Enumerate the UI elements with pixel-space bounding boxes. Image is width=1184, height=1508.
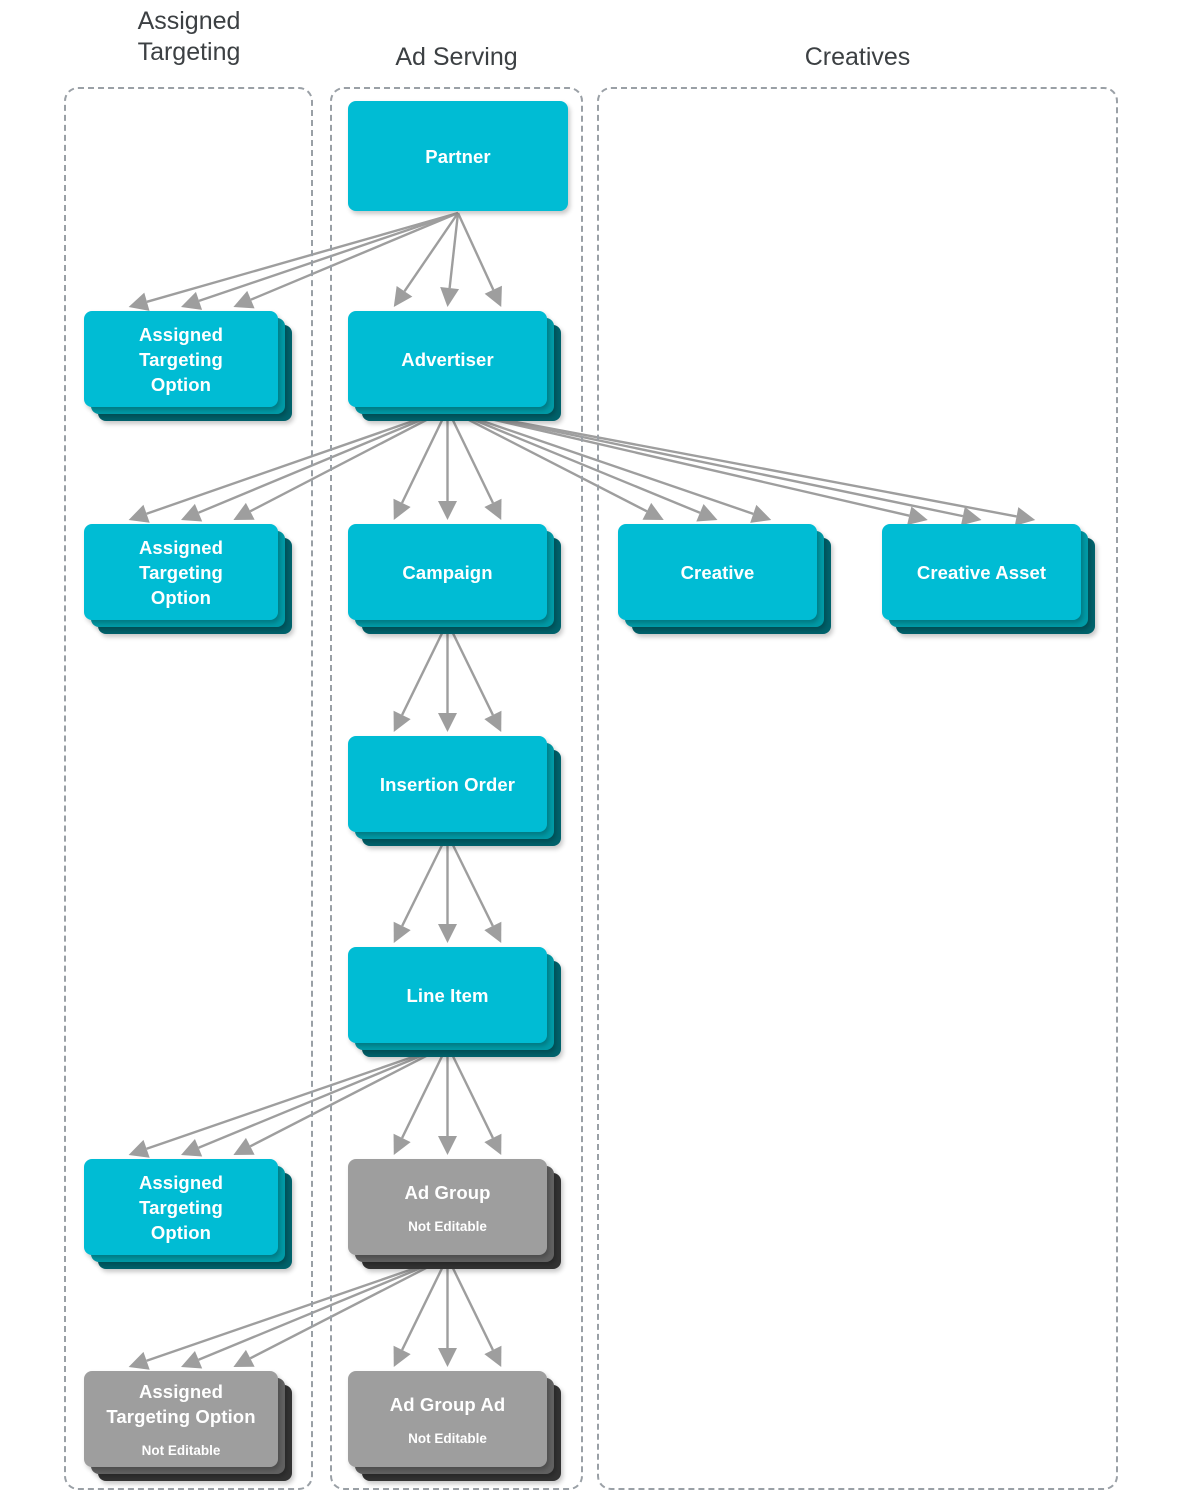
node-campaign: Campaign xyxy=(348,524,571,644)
node-advertiser: Advertiser xyxy=(348,311,571,431)
node-card-creative[interactable]: Creative xyxy=(618,524,817,620)
node-ad-group-ad: Ad Group Ad Not Editable xyxy=(348,1371,571,1491)
node-line-item: Line Item xyxy=(348,947,571,1067)
node-card-assigned-targeting-option-partner[interactable]: Assigned Targeting Option xyxy=(84,311,278,407)
node-label: Creative xyxy=(680,561,755,583)
node-card-assigned-targeting-option-advertiser[interactable]: Assigned Targeting Option xyxy=(84,524,278,620)
node-label: Assigned Targeting Option xyxy=(138,323,224,395)
node-partner: Partner xyxy=(348,101,592,235)
node-label: Campaign xyxy=(402,561,493,583)
node-label: Assigned Targeting Option xyxy=(138,1171,224,1243)
node-card-ad-group-ad[interactable]: Ad Group Ad Not Editable xyxy=(348,1371,547,1467)
node-label: Assigned Targeting Option xyxy=(106,1381,256,1427)
node-card-advertiser[interactable]: Advertiser xyxy=(348,311,547,407)
node-assigned-targeting-option-advertiser: Assigned Targeting Option xyxy=(84,524,302,644)
node-label: Advertiser xyxy=(401,348,494,370)
node-label: Ad Group xyxy=(404,1181,491,1203)
node-assigned-targeting-option-lineitem: Assigned Targeting Option xyxy=(84,1159,302,1279)
column-title-creatives: Creatives xyxy=(804,43,911,71)
node-card-campaign[interactable]: Campaign xyxy=(348,524,547,620)
column-zone-ad-serving xyxy=(330,87,583,1490)
node-label: Assigned Targeting Option xyxy=(138,536,224,608)
column-zone-creatives xyxy=(597,87,1118,1490)
node-label: Creative Asset xyxy=(916,561,1047,583)
node-assigned-targeting-option-partner: Assigned Targeting Option xyxy=(84,311,302,431)
node-card-creative-asset[interactable]: Creative Asset xyxy=(882,524,1081,620)
node-sublabel-not-editable: Not Editable xyxy=(408,1218,487,1234)
node-card-assigned-targeting-option-lineitem[interactable]: Assigned Targeting Option xyxy=(84,1159,278,1255)
node-sublabel-not-editable: Not Editable xyxy=(141,1443,221,1458)
column-title-ad-serving: Ad Serving xyxy=(395,43,518,71)
node-sublabel-not-editable: Not Editable xyxy=(408,1430,487,1446)
column-zone-assigned-targeting xyxy=(64,87,313,1490)
node-card-partner[interactable]: Partner xyxy=(348,101,568,211)
node-label: Insertion Order xyxy=(379,773,516,795)
node-card-line-item[interactable]: Line Item xyxy=(348,947,547,1043)
node-label: Ad Group Ad xyxy=(389,1393,506,1415)
column-title-assigned-targeting: Assigned Targeting xyxy=(137,7,241,66)
node-card-insertion-order[interactable]: Insertion Order xyxy=(348,736,547,832)
node-insertion-order: Insertion Order xyxy=(348,736,571,856)
node-creative-asset: Creative Asset xyxy=(882,524,1105,644)
node-creative: Creative xyxy=(618,524,841,644)
node-label: Partner xyxy=(425,145,491,167)
node-label: Line Item xyxy=(406,984,489,1006)
